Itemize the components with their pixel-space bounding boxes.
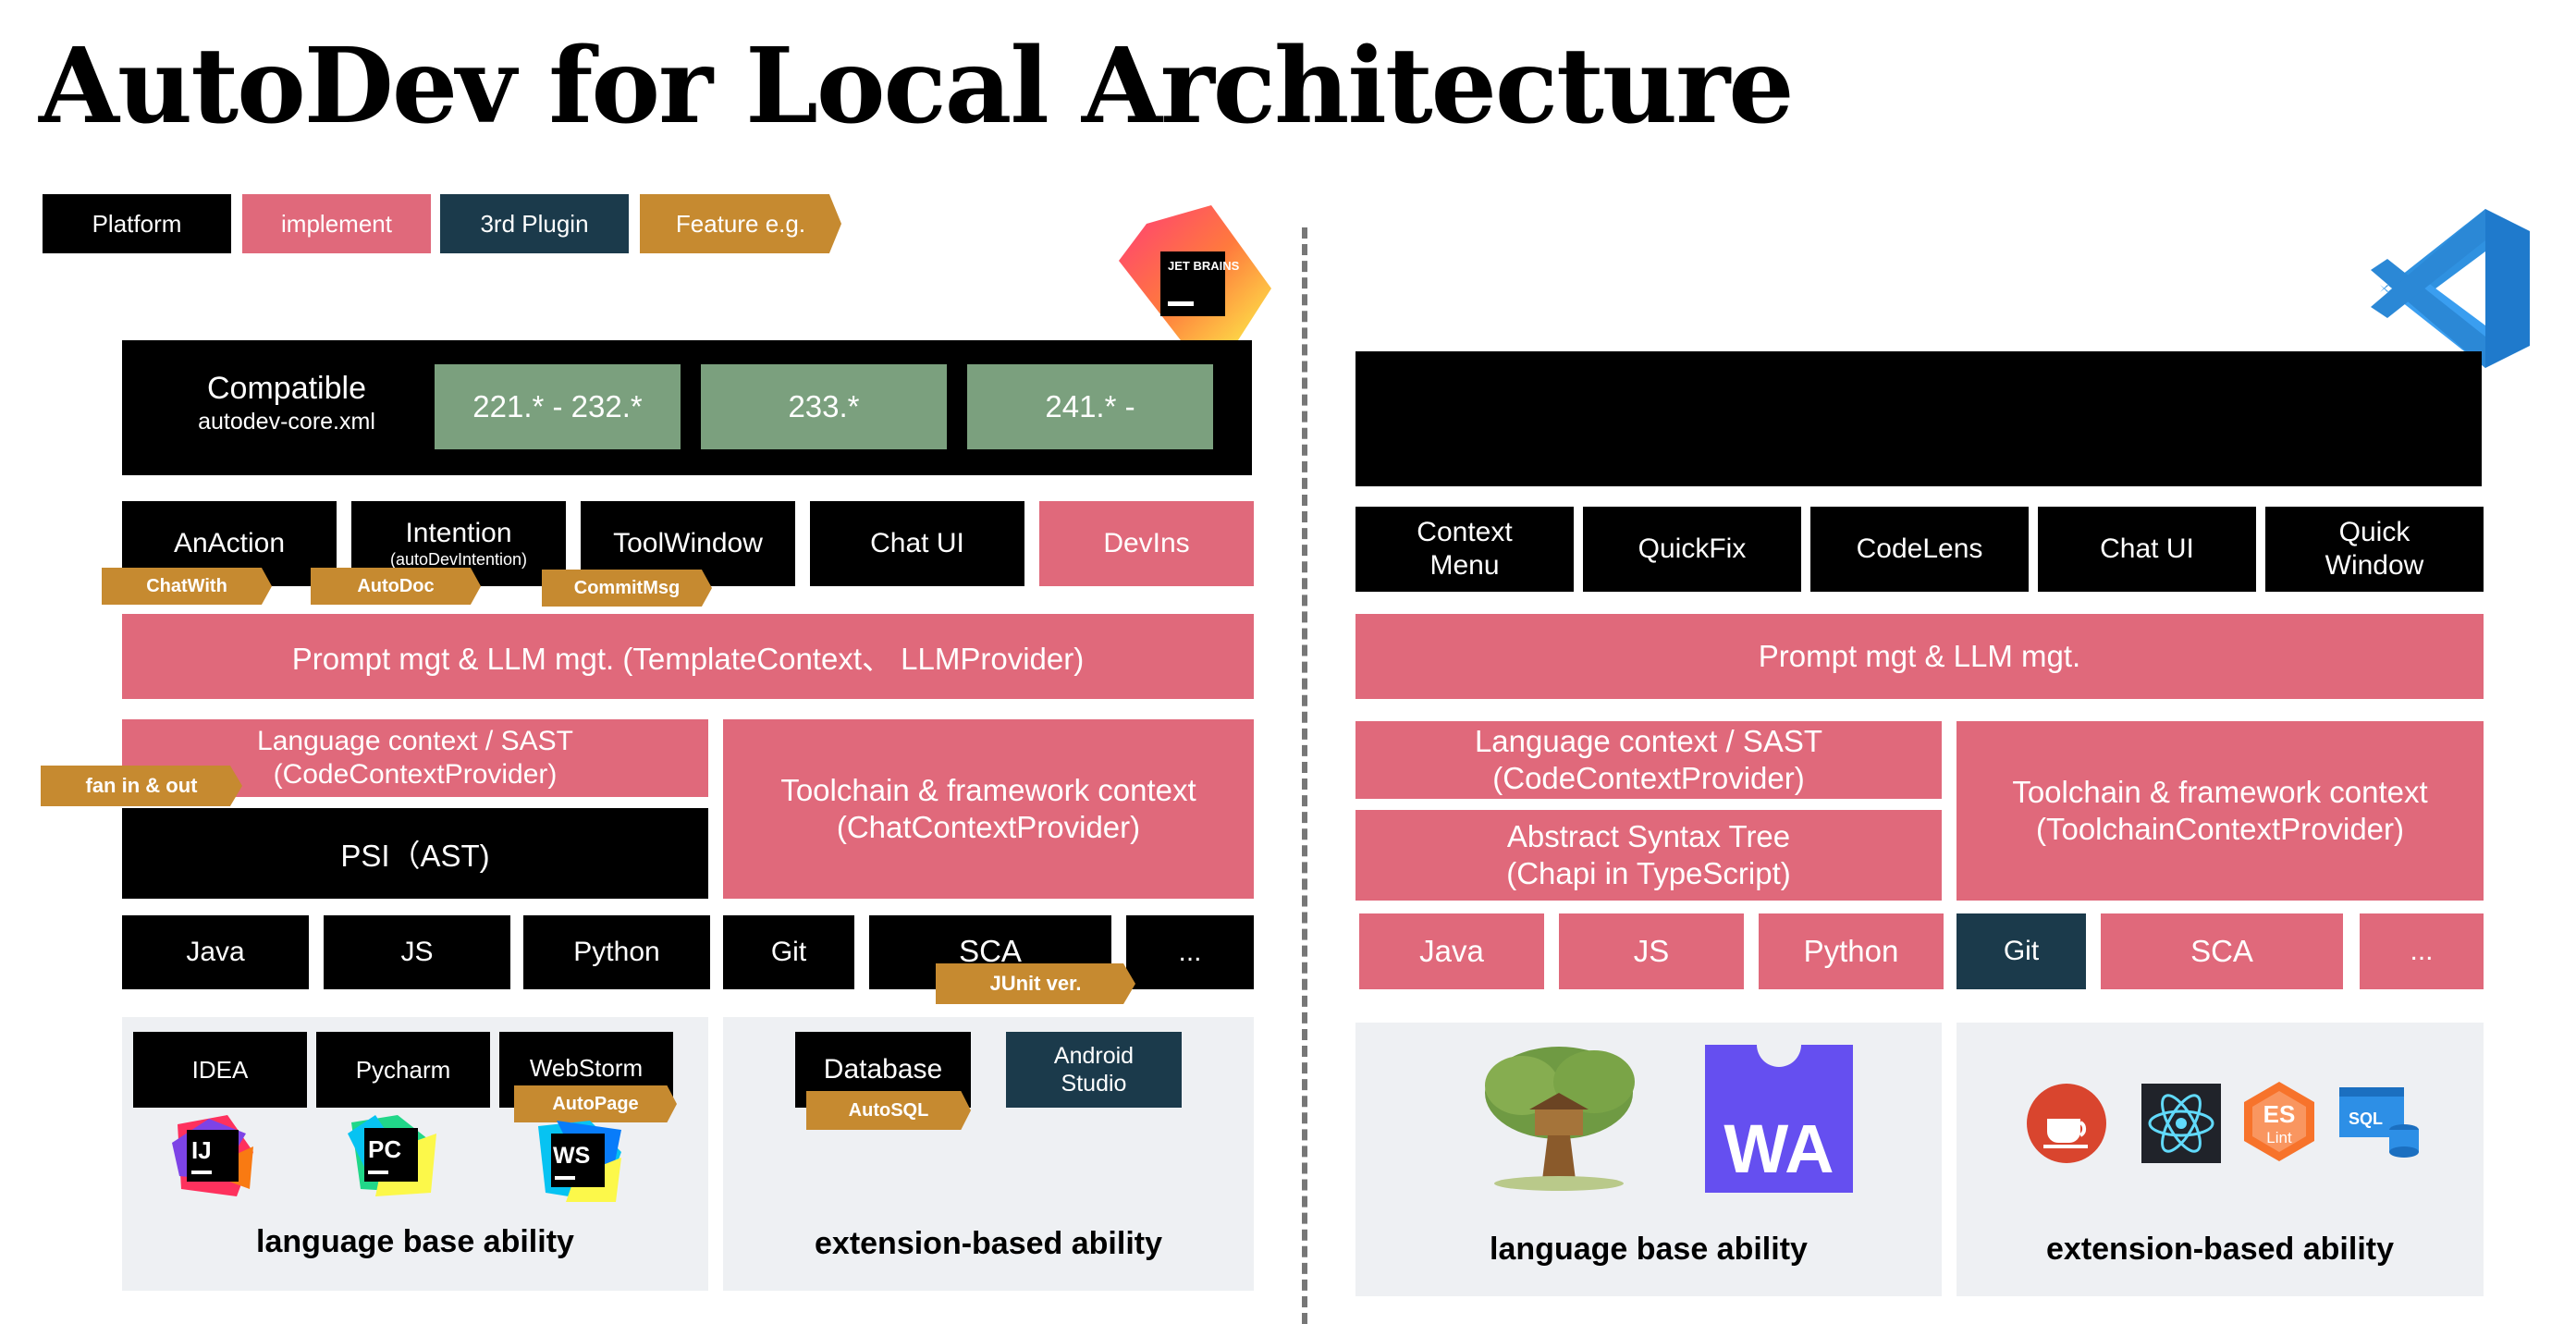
compatible-title: Compatible — [207, 371, 366, 406]
toolchain-line1: Toolchain & framework context — [780, 773, 1196, 808]
ide-pycharm: Pycharm — [316, 1032, 490, 1108]
compatible-label: Compatible autodev-core.xml — [148, 370, 425, 435]
vscode-prompt-llm-bar: Prompt mgt & LLM mgt. — [1355, 614, 2484, 699]
lang-js: JS — [324, 915, 510, 989]
lang-git: Git — [723, 915, 854, 989]
legend-feature: Feature e.g. — [640, 194, 841, 253]
vscode-language-context-line2: (CodeContextProvider) — [1492, 761, 1805, 795]
ide-idea: IDEA — [133, 1032, 307, 1108]
toolchain-context-box: Toolchain & framework context (ChatConte… — [723, 719, 1254, 899]
lang-java: Java — [122, 915, 309, 989]
eslint-icon-subtext: Lint — [2266, 1129, 2292, 1146]
junit-tag: JUnit ver. — [936, 963, 1135, 1004]
vscode-lang-java: Java — [1359, 913, 1544, 989]
compatible-file: autodev-core.xml — [198, 408, 375, 435]
legend-3rd-plugin: 3rd Plugin — [440, 194, 629, 253]
context-menu-box: Context Menu — [1355, 507, 1574, 592]
autosql-tag: AutoSQL — [806, 1091, 971, 1130]
vscode-language-base-label: language base ability — [1490, 1232, 1808, 1267]
intellij-idea-icon: IJ — [172, 1115, 253, 1196]
vscode-platform-bar — [1355, 351, 2482, 486]
version-221-232: 221.* - 232.* — [435, 364, 681, 449]
ij-icon-text: IJ — [191, 1136, 212, 1164]
divider-dashed — [1302, 227, 1307, 1324]
webassembly-icon: WA — [1705, 1045, 1853, 1193]
context-menu-line1: Context — [1417, 517, 1513, 547]
jetbrains-logo-icon: JET BRAINS — [1119, 205, 1276, 359]
vscode-lang-sca: SCA — [2101, 913, 2343, 989]
ast-line2: (Chapi in TypeScript) — [1506, 856, 1791, 890]
devins-box: DevIns — [1039, 501, 1254, 586]
chat-ui-box: Chat UI — [810, 501, 1024, 586]
vscode-lang-python: Python — [1759, 913, 1944, 989]
pc-icon-text: PC — [368, 1135, 401, 1163]
wa-icon-text: WA — [1723, 1110, 1834, 1187]
quick-window-box: Quick Window — [2265, 507, 2484, 592]
intention-label: Intention — [405, 518, 512, 549]
sql-database-icon: SQL — [2339, 1087, 2419, 1158]
toolchain-line2: (ChatContextProvider) — [836, 810, 1141, 844]
lang-python: Python — [523, 915, 710, 989]
android-studio-box: Android Studio — [1006, 1032, 1182, 1108]
language-context-box: Language context / SAST (CodeContextProv… — [122, 719, 708, 797]
autopage-tag: AutoPage — [514, 1085, 677, 1122]
android-line1: Android — [1053, 1043, 1135, 1069]
extension-base-label: extension-based ability — [815, 1226, 1162, 1261]
chatwith-tag: ChatWith — [102, 568, 272, 605]
commitmsg-tag: CommitMsg — [542, 570, 712, 607]
webstorm-icon: WS — [538, 1121, 621, 1202]
eslint-icon: ES Lint — [2238, 1080, 2321, 1163]
android-line2: Studio — [1061, 1071, 1127, 1097]
legend-platform: Platform — [43, 194, 231, 253]
vscode-lang-js: JS — [1559, 913, 1744, 989]
vscode-toolchain-line1: Toolchain & framework context — [2012, 775, 2428, 810]
autodoc-tag: AutoDoc — [311, 568, 481, 605]
vscode-language-context-line1: Language context / SAST — [1474, 724, 1823, 759]
context-menu-line2: Menu — [1429, 550, 1500, 581]
prompt-llm-bar: Prompt mgt & LLM mgt. (TemplateContext、 … — [122, 614, 1254, 699]
fan-in-out-tag: fan in & out — [41, 766, 242, 806]
vscode-lang-git: Git — [1957, 913, 2086, 989]
tree-house-icon — [1476, 1041, 1642, 1193]
pycharm-icon: PC — [348, 1115, 436, 1196]
ws-icon-text: WS — [553, 1143, 590, 1169]
version-233: 233.* — [701, 364, 947, 449]
lang-more: ... — [1126, 915, 1254, 989]
vscode-chat-ui-box: Chat UI — [2038, 507, 2256, 592]
sql-icon-text: SQL — [2349, 1109, 2383, 1128]
eslint-icon-text: ES — [2263, 1100, 2296, 1128]
vscode-language-context-box: Language context / SAST (CodeContextProv… — [1355, 721, 1942, 799]
java-cup-icon — [2027, 1084, 2106, 1163]
jetbrains-logo-text: JET BRAINS — [1168, 259, 1240, 273]
abstract-syntax-tree-box: Abstract Syntax Tree (Chapi in TypeScrip… — [1355, 810, 1942, 901]
vscode-toolchain-line2: (ToolchainContextProvider) — [2035, 812, 2404, 846]
version-241: 241.* - — [967, 364, 1213, 449]
quickfix-box: QuickFix — [1583, 507, 1801, 592]
intention-sub: (autoDevIntention) — [389, 550, 528, 570]
language-base-label: language base ability — [256, 1224, 574, 1259]
react-icon — [2141, 1084, 2221, 1163]
language-context-line1: Language context / SAST — [257, 726, 573, 756]
page-title: AutoDev for Local Architecture — [39, 26, 1795, 147]
quick-window-line2: Window — [2325, 550, 2424, 581]
vscode-toolchain-context-box: Toolchain & framework context (Toolchain… — [1957, 721, 2484, 901]
quick-window-line1: Quick — [2338, 517, 2410, 547]
psi-ast-box: PSI（AST) — [122, 808, 708, 899]
language-context-line2: (CodeContextProvider) — [273, 759, 558, 790]
legend-implement: implement — [242, 194, 431, 253]
vscode-extension-base-label: extension-based ability — [2046, 1232, 2394, 1267]
codelens-box: CodeLens — [1810, 507, 2029, 592]
ast-line1: Abstract Syntax Tree — [1506, 819, 1791, 854]
vscode-lang-more: ... — [2360, 913, 2484, 989]
vscode-logo-icon — [2367, 205, 2533, 372]
